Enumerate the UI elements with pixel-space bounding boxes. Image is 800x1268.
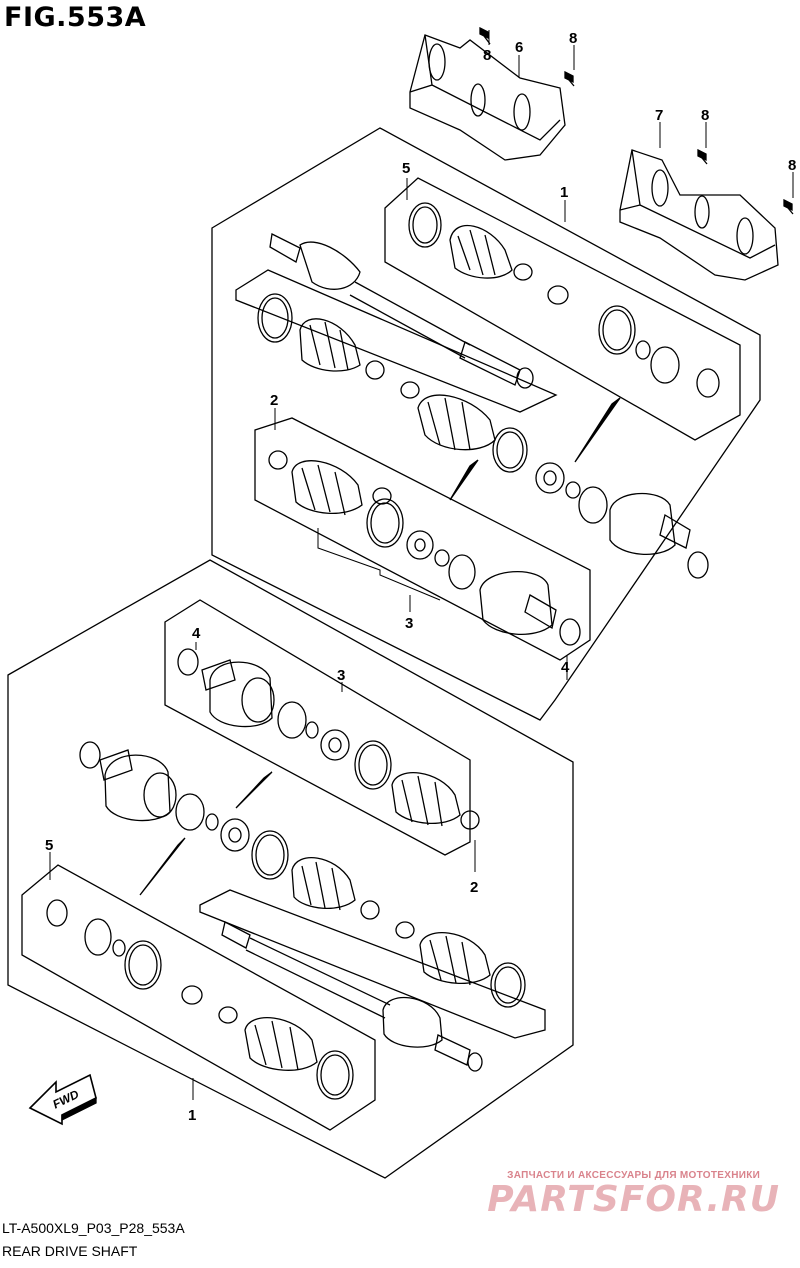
callout-2: 2 — [470, 879, 478, 896]
callout-8: 8 — [788, 157, 796, 174]
lower-kit-frame-3 — [164, 599, 471, 856]
direction-wedge — [139, 837, 186, 896]
bolt-icon — [697, 148, 708, 165]
lower-shaft-frame — [199, 889, 546, 1039]
circlip-icon — [79, 741, 101, 769]
watermark-logo: PARTSFOR.RU — [487, 1179, 780, 1220]
boot-icon — [291, 460, 363, 515]
clamp-icon — [490, 962, 526, 1008]
lower-kit-1-parts — [46, 899, 354, 1100]
upper-assembly-frame — [211, 127, 761, 721]
callout-4: 4 — [561, 659, 570, 676]
callout-3: 3 — [337, 667, 345, 684]
callout-3: 3 — [405, 615, 413, 632]
leader-lines — [49, 30, 794, 1100]
callout-6: 6 — [515, 39, 523, 56]
circlip-icon — [112, 939, 126, 957]
upper-kit-2-parts — [268, 450, 581, 646]
boot-icon — [419, 932, 491, 985]
bolt-icon — [564, 70, 575, 87]
direction-wedge — [235, 771, 273, 809]
direction-wedge — [574, 397, 621, 463]
lower-kit-frame-1 — [21, 864, 376, 1131]
callout-8: 8 — [483, 47, 491, 64]
clamp-icon — [257, 293, 293, 343]
callout-8: 8 — [701, 107, 709, 124]
guard-6 — [409, 34, 566, 161]
circlip-icon — [46, 899, 68, 927]
guard-7 — [619, 149, 779, 281]
figure-code: LT-A500XL9_P03_P28_553A — [2, 1220, 185, 1236]
clamp-icon — [598, 305, 636, 355]
direction-wedge — [449, 459, 479, 501]
circlip-icon — [559, 618, 581, 646]
circlip-icon — [696, 368, 720, 398]
fwd-arrow-icon: FWD — [28, 1073, 97, 1126]
boot-icon — [291, 857, 356, 910]
lower-assembly-frame — [7, 559, 574, 1179]
boot-icon — [299, 318, 361, 372]
circlip-icon — [687, 551, 709, 579]
clamp-icon — [316, 1050, 354, 1100]
upper-drive-shaft — [269, 233, 534, 389]
figure-title: FIG.553A — [4, 2, 147, 33]
figure-caption: REAR DRIVE SHAFT — [2, 1243, 138, 1259]
circlip-icon — [434, 549, 450, 567]
clamp-icon — [366, 498, 404, 548]
circlip-icon — [205, 813, 219, 831]
boot-icon — [417, 394, 496, 451]
clamp-icon — [251, 830, 289, 880]
callout-8: 8 — [569, 30, 577, 47]
callout-5: 5 — [402, 160, 410, 177]
clamp-icon — [354, 740, 392, 790]
boot-icon — [449, 224, 513, 279]
upper-kit-1-parts — [408, 202, 720, 398]
lower-kit-3-parts — [177, 648, 480, 830]
circlip-icon — [565, 481, 581, 499]
upper-shaft-frame-parts — [257, 293, 420, 399]
circlip-icon — [177, 648, 199, 676]
boot-icon — [391, 772, 461, 825]
lower-drive-shaft — [221, 921, 526, 1072]
circlip-icon — [305, 721, 319, 739]
callout-5: 5 — [45, 837, 53, 854]
upper-boot-joint — [417, 394, 709, 579]
circlip-icon — [635, 340, 651, 360]
callout-7: 7 — [655, 107, 663, 124]
callout-4: 4 — [192, 625, 201, 642]
watermark-tagline: ЗАПЧАСТИ И АКСЕССУАРЫ ДЛЯ МОТОТЕХНИКИ — [507, 1170, 761, 1181]
clamp-icon — [492, 427, 528, 473]
upper-shaft-frame — [235, 269, 558, 413]
callout-1: 1 — [188, 1107, 196, 1124]
upper-kit-frame-2 — [254, 417, 591, 661]
callout-1: 1 — [560, 184, 568, 201]
clamp-icon — [408, 202, 442, 248]
watermark: ЗАПЧАСТИ И АКСЕССУАРЫ ДЛЯ МОТОТЕХНИКИ PA… — [487, 1170, 780, 1220]
boot-icon — [244, 1017, 318, 1071]
callout-2: 2 — [270, 392, 278, 409]
bolt-icon — [783, 198, 794, 215]
clamp-icon — [124, 940, 162, 990]
lower-housing-joint — [79, 741, 380, 920]
upper-kit-frame-1 — [384, 177, 741, 441]
